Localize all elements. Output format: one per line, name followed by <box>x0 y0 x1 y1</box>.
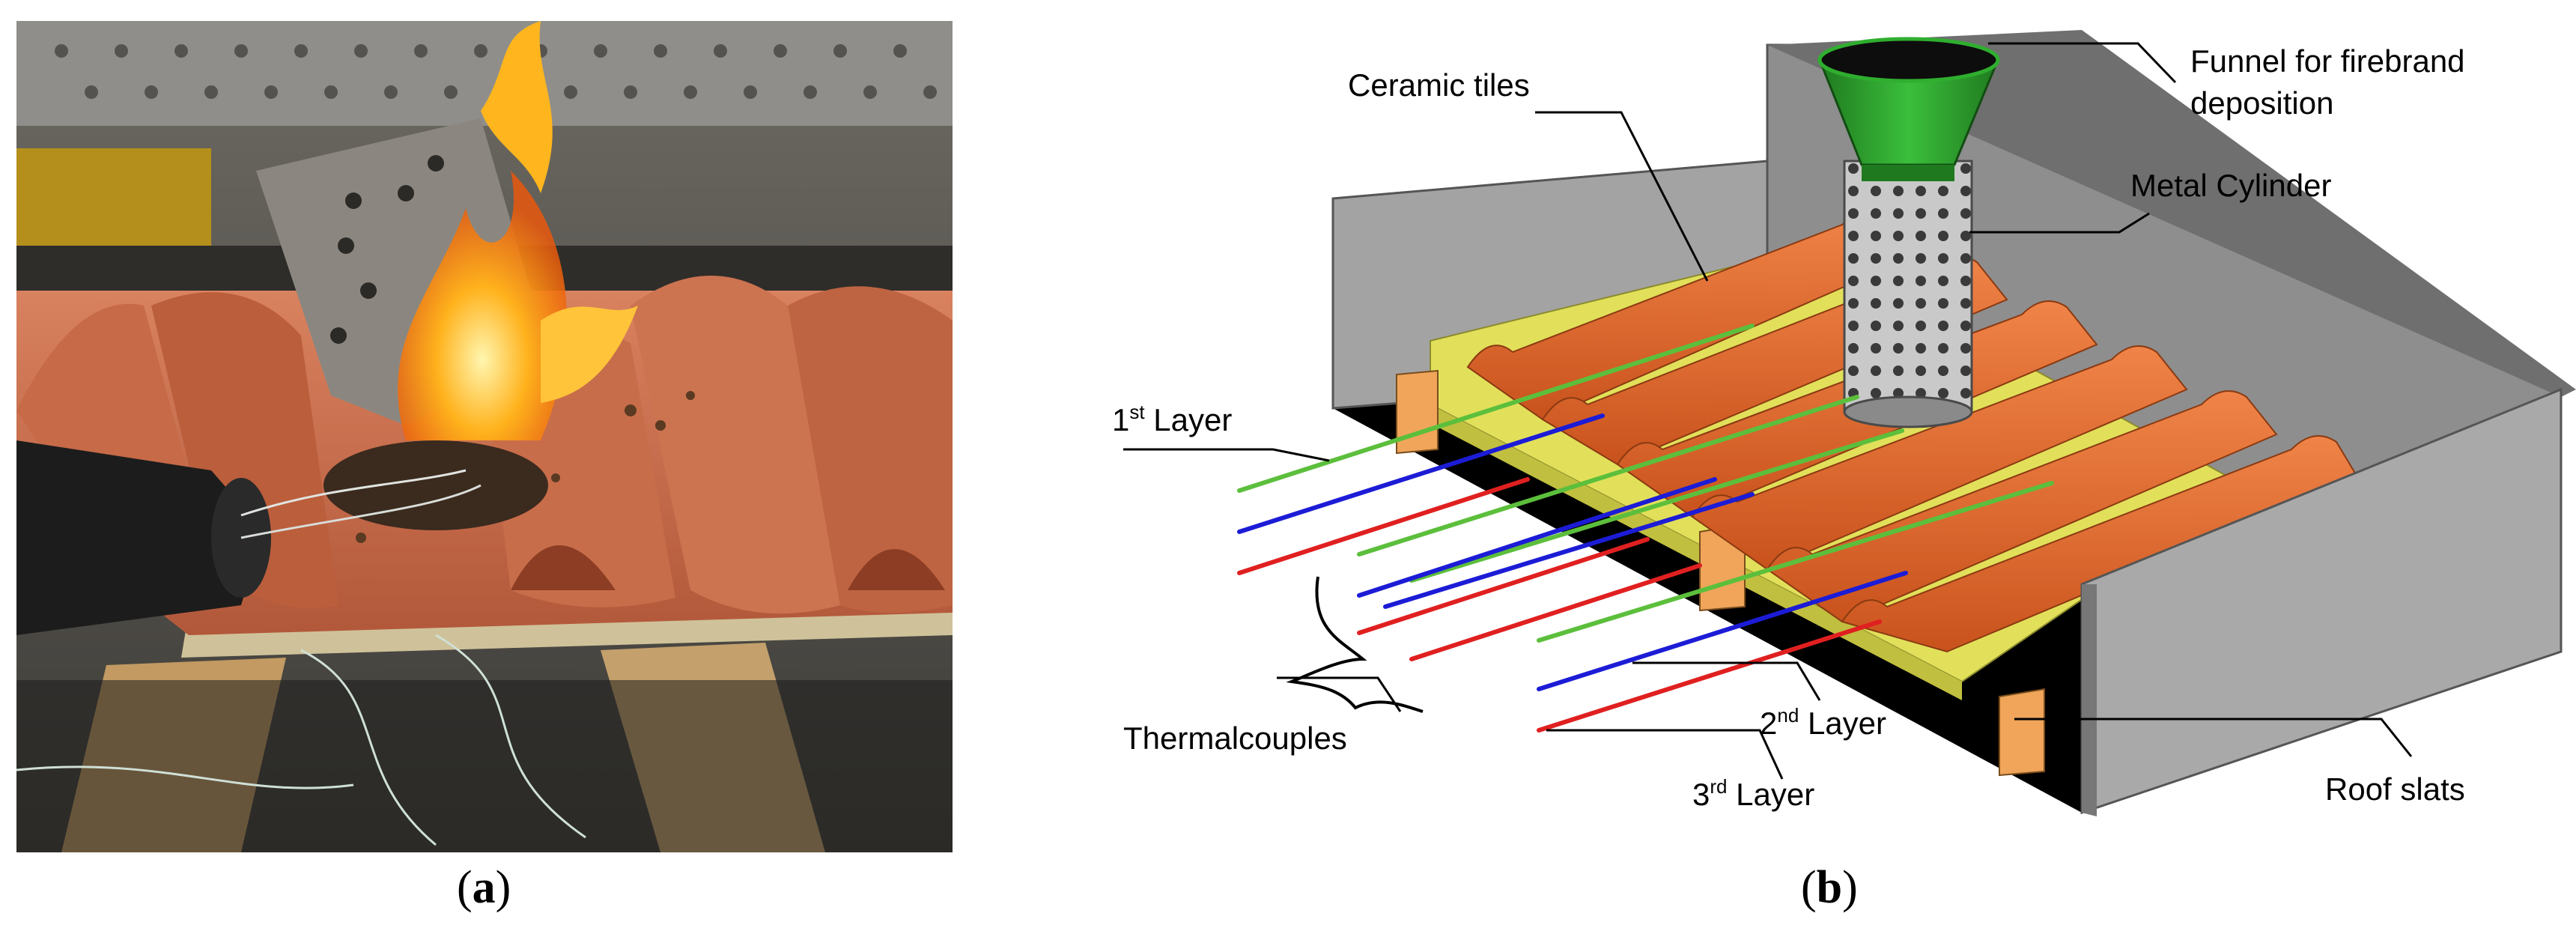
label-thermocouples: Thermalcouples <box>1123 721 1347 756</box>
label-metal-cylinder: Metal Cylinder <box>2130 168 2331 203</box>
label-layer-1: 1st Layer <box>1112 401 1232 437</box>
yellow-beam <box>16 148 211 246</box>
label-layer-2: 2nd Layer <box>1760 704 1886 741</box>
label-funnel-line2: deposition <box>2190 85 2333 121</box>
label-layer-2-text: Layer <box>1799 706 1886 741</box>
slat-3 <box>1999 688 2045 777</box>
diagram-panel-b: Ceramic tiles Funnel for firebrand depos… <box>1048 0 2576 933</box>
caption-b-letter: b <box>1816 862 1843 913</box>
caption-b: (b) <box>1801 862 1858 913</box>
label-layer-3: 3rd Layer <box>1692 775 1814 812</box>
slat-1 <box>1396 369 1439 455</box>
schematic-diagram: Ceramic tiles Funnel for firebrand depos… <box>1112 30 2576 816</box>
label-layer-2-num: 2 <box>1760 706 1777 741</box>
thermocouple-brace <box>1286 576 1424 713</box>
caption-a: (a) <box>457 862 511 913</box>
label-layer-3-sup: rd <box>1710 775 1727 798</box>
ceramic-tile-rows <box>1466 210 2360 653</box>
photo-illustration <box>16 21 953 852</box>
label-layer-1-sup: st <box>1129 401 1145 423</box>
label-funnel-line1: Funnel for firebrand <box>2190 43 2465 79</box>
thermocouple-wires-red <box>1237 477 1882 733</box>
label-layer-1-text: Layer <box>1145 402 1233 437</box>
firebrand-pile <box>323 440 548 530</box>
label-ceramic-tiles: Ceramic tiles <box>1348 67 1530 103</box>
heat-gun <box>16 440 264 635</box>
label-roof-slats: Roof slats <box>2325 771 2465 807</box>
photo-panel-a <box>16 21 953 852</box>
label-layer-2-sup: nd <box>1777 704 1799 727</box>
yellow-plate-edge <box>1430 404 1962 700</box>
thermocouple-wires-green <box>1237 324 2054 643</box>
caption-a-letter: a <box>472 862 496 913</box>
label-layer-3-num: 3 <box>1692 777 1710 812</box>
thermocouple-wires-blue <box>1237 413 1908 691</box>
label-layer-3-text: Layer <box>1727 777 1814 812</box>
flames <box>398 171 567 440</box>
leader-lines <box>1123 42 2413 780</box>
label-layer-1-num: 1 <box>1112 402 1129 437</box>
metal-cylinder <box>1843 160 1973 413</box>
